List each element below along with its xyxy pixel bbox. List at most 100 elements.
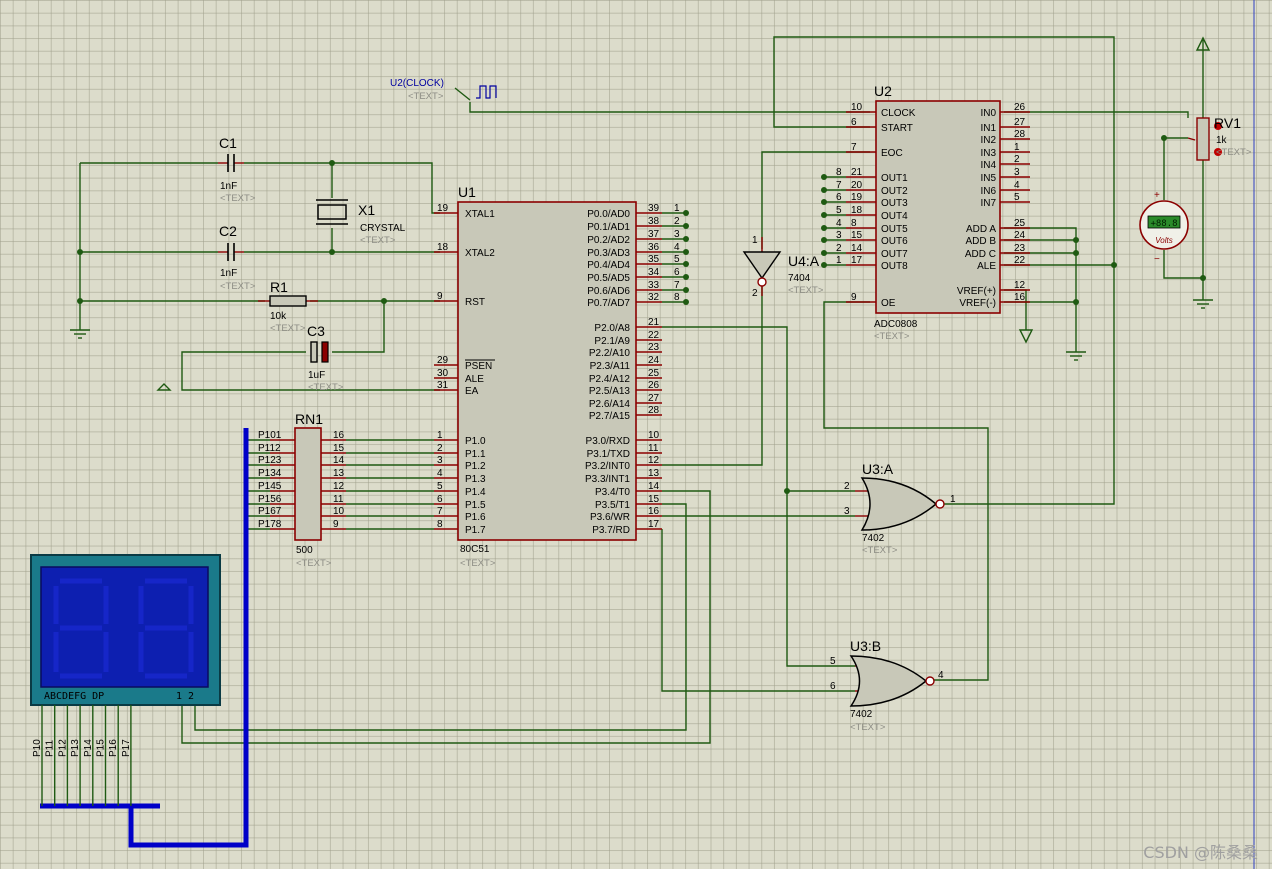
u2-pin-name: IN2	[980, 135, 996, 146]
u2-pin-name: CLOCK	[881, 108, 916, 119]
rn1-left-label: P123	[258, 455, 282, 466]
out-terminal	[821, 225, 827, 231]
r1-text: <TEXT>	[270, 323, 306, 334]
u3b-ref: U3:B	[850, 638, 881, 654]
u3b-pin-a: 5	[830, 656, 836, 667]
u1-pin-num: 10	[648, 430, 660, 441]
u2-pin-name: VREF(-)	[959, 298, 996, 309]
resistor-r1[interactable]: R1 10k <TEXT>	[258, 279, 318, 334]
p35-wire	[194, 503, 687, 731]
p0-terminal	[683, 261, 689, 267]
u2-pin-name: ALE	[977, 261, 996, 272]
display-pin-label: P10	[32, 739, 43, 757]
u2-pin-num: 18	[851, 205, 863, 216]
u1-pin-num: 33	[648, 280, 660, 291]
ground-symbol	[70, 299, 1213, 361]
u1-pin-num: 39	[648, 203, 660, 214]
svg-text:+: +	[1154, 190, 1160, 201]
out-terminal	[821, 250, 827, 256]
x1-value: CRYSTAL	[360, 223, 406, 234]
u2-pin-num: 4	[1014, 180, 1020, 191]
u1-pin-name: P0.2/AD2	[587, 235, 630, 246]
nor-gate-u3a[interactable]: 2 3 1 U3:A 7402 <TEXT>	[844, 461, 956, 556]
rn1-right-num: 11	[333, 494, 344, 505]
u1-pin-name: P1.6	[465, 512, 486, 523]
u2-pin-num: 10	[851, 102, 863, 113]
adc-u2[interactable]: U2 ADC0808 <TEXT> 10CLOCK6START7EOC21OUT…	[821, 83, 1030, 342]
rn1-left-label: P112	[258, 443, 281, 454]
p0-bus-num: 2	[674, 216, 680, 227]
display-pin-label: P13	[70, 739, 81, 757]
junctions	[77, 135, 1206, 494]
u2-pin-num: 7	[851, 142, 857, 153]
u2-pin-name: OE	[881, 298, 896, 309]
u2-pin-num: 27	[1014, 117, 1026, 128]
clock-label: U2(CLOCK)	[390, 78, 444, 89]
u1-pin-name: P3.7/RD	[592, 525, 630, 536]
c3-ref: C3	[307, 323, 325, 339]
bus-vertical	[128, 428, 249, 848]
c2-value: 1nF	[220, 268, 237, 279]
u2-bus-num: 2	[836, 243, 842, 254]
capacitor-c2[interactable]: C2 1nF <TEXT>	[218, 223, 256, 292]
u3a-text: <TEXT>	[862, 545, 898, 556]
u1-pin-num: 34	[648, 267, 660, 278]
ea-wire	[181, 351, 440, 391]
u4a-pin-in: 1	[752, 235, 758, 246]
u2-part: ADC0808	[874, 319, 918, 330]
display-pin-label: P14	[83, 739, 94, 757]
in0-wire	[1004, 111, 1189, 118]
u1-pin-name: P0.4/AD4	[587, 260, 630, 271]
rn1-right-num: 12	[333, 481, 345, 492]
u2-pin-name: ADD A	[966, 224, 996, 235]
u2-pin-name: IN1	[980, 123, 996, 134]
u2-pin-name: OUT8	[881, 261, 908, 272]
inverter-u4a[interactable]: 1 2 U4:A 7404 <TEXT>	[742, 235, 824, 299]
u1-pin-num: 17	[648, 519, 660, 530]
u2-pin-name: IN0	[980, 108, 996, 119]
u3a-ref: U3:A	[862, 461, 894, 477]
p0-bus-num: 7	[674, 280, 680, 291]
u1-pin-num: 31	[437, 380, 449, 391]
u2-pin-num: 16	[1014, 292, 1026, 303]
u1-pin-name: ALE	[465, 374, 484, 385]
crystal-x1[interactable]: X1 CRYSTAL <TEXT>	[316, 199, 406, 246]
out-terminal	[821, 174, 827, 180]
microcontroller-u1[interactable]: U1 80C51 <TEXT> 19XTAL118XTAL29RST29PSEN…	[434, 184, 689, 569]
start-wire	[773, 36, 1115, 505]
u1-pin-name: P3.4/T0	[595, 487, 630, 498]
u1-pin-name: P3.2/INT0	[585, 461, 630, 472]
voltmeter[interactable]: +88.8 Volts + −	[1139, 190, 1189, 265]
potentiometer-rv1[interactable]: RV1 1k <TEXT>	[1187, 115, 1252, 161]
out-terminal	[821, 187, 827, 193]
rn1-right-num: 9	[333, 519, 339, 530]
clock-generator[interactable]: U2(CLOCK) <TEXT>	[390, 78, 497, 102]
u2-bus-num: 4	[836, 218, 842, 229]
u2-pin-num: 17	[851, 255, 863, 266]
u2-pin-name: START	[881, 123, 913, 134]
u1-pin-name: P2.3/A11	[590, 361, 631, 372]
capacitor-c1[interactable]: C1 1nF <TEXT>	[218, 135, 256, 204]
u1-pin-name: P0.7/AD7	[587, 298, 630, 309]
rn1-right-num: 10	[333, 506, 345, 517]
rn1-ref: RN1	[295, 411, 323, 427]
svg-text:−: −	[1154, 254, 1160, 265]
p0-bus-num: 5	[674, 254, 680, 265]
rn1-right-num: 16	[333, 430, 345, 441]
u1-pin-num: 35	[648, 254, 660, 265]
display-pin-label: P12	[57, 739, 68, 757]
u2-pin-name: IN6	[980, 186, 996, 197]
nor-gate-u3b[interactable]: 5 6 4 U3:B 7402 <TEXT>	[830, 638, 944, 733]
int0-wire	[662, 280, 763, 466]
digit-1-segments	[53, 578, 109, 679]
u1-pin-num: 16	[648, 506, 660, 517]
capacitor-c3[interactable]: C3 1uF <TEXT>	[307, 323, 344, 393]
u1-pin-num: 27	[648, 393, 660, 404]
u2-bus-num: 7	[836, 180, 842, 191]
p0-terminal	[683, 274, 689, 280]
rn1-text: <TEXT>	[296, 558, 332, 569]
u1-pin-num: 18	[437, 242, 449, 253]
u2-pin-num: 8	[851, 218, 857, 229]
